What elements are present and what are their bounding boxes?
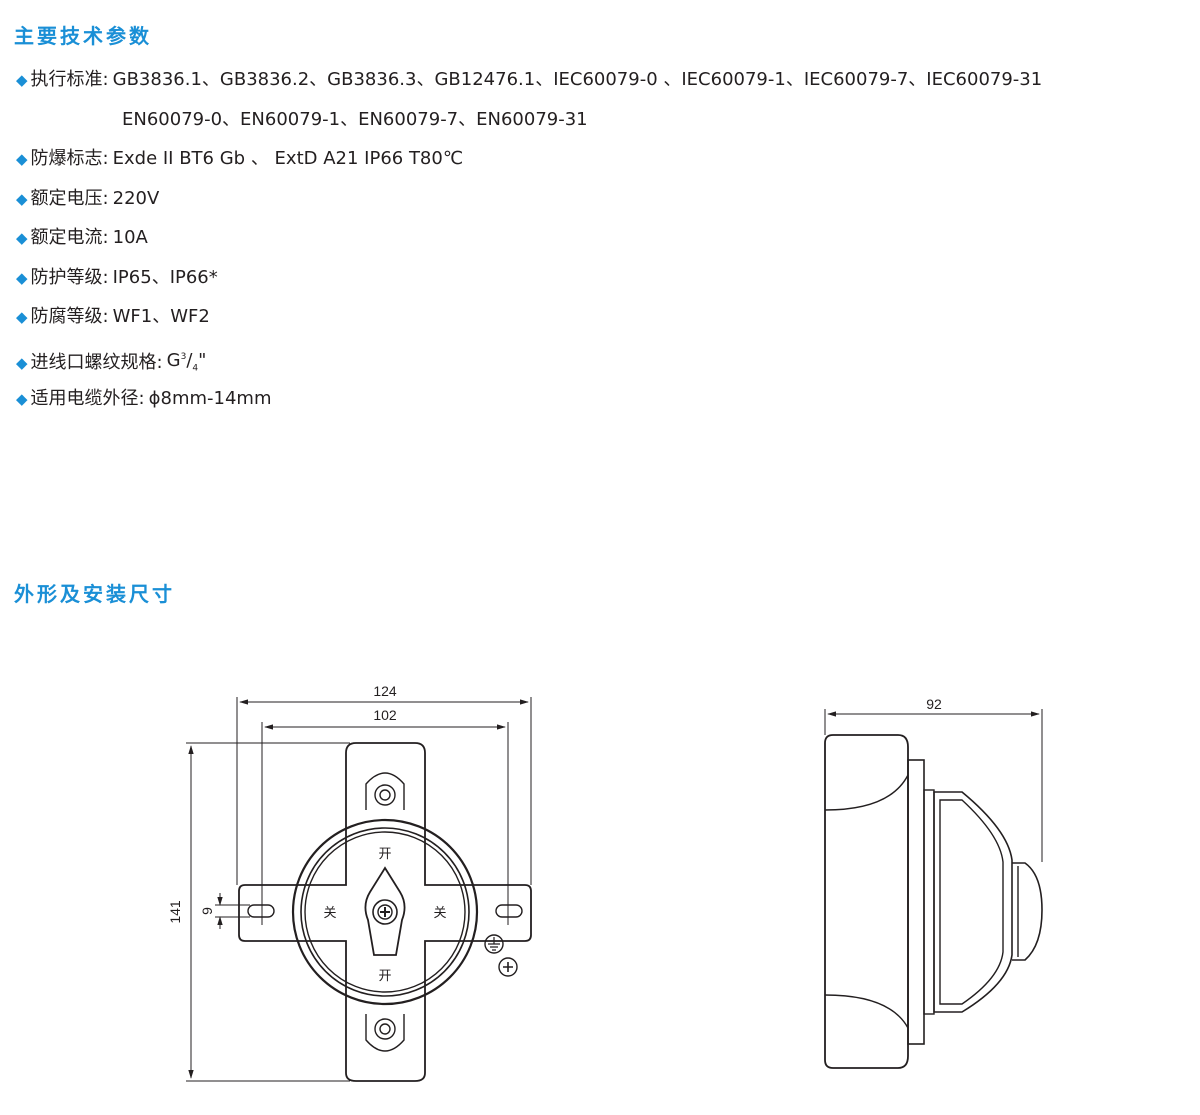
spec-value: WF1、WF2	[112, 306, 210, 327]
side-view: 92	[824, 696, 1043, 1069]
mark-right: 关	[433, 906, 446, 921]
mark-left: 关	[323, 906, 336, 921]
spec-standard: ◆ 执行标准: GB3836.1、GB3836.2、GB3836.3、GB124…	[16, 69, 1043, 90]
switch-face	[304, 831, 466, 993]
mark-top: 开	[378, 847, 391, 862]
spec-label: 防护等级	[30, 267, 103, 288]
spec-anticorrosion-class: ◆ 防腐等级: WF1、WF2	[16, 306, 210, 327]
diamond-icon: ◆	[16, 353, 28, 372]
spec-value: IP65、IP66*	[112, 267, 218, 288]
front-view: 开 开 关 关 124 102 141	[167, 683, 532, 1082]
handle-screw	[372, 899, 398, 925]
dimension-depth	[824, 709, 1043, 862]
spec-value: Exde II BT6 Gb 、 ExtD A21 IP66 T80℃	[112, 148, 464, 169]
spec-value: G3/4"	[166, 350, 207, 374]
spec-label: 防爆标志	[30, 148, 103, 169]
diamond-icon: ◆	[16, 269, 28, 287]
spec-value: 220V	[112, 188, 160, 209]
spec-rated-voltage: ◆ 额定电压: 220V	[16, 188, 160, 209]
spec-standard-continuation: EN60079-0、EN60079-1、EN60079-7、EN60079-31	[122, 109, 588, 130]
spec-label: 额定电压	[30, 188, 103, 209]
side-flange	[907, 759, 925, 1045]
spec-label: 额定电流	[30, 227, 103, 248]
top-mounting-hole	[374, 784, 396, 806]
spec-value: 10A	[112, 227, 148, 248]
diamond-icon: ◆	[16, 390, 28, 408]
spec-label: 防腐等级	[30, 306, 103, 327]
bottom-lug	[365, 1014, 405, 1052]
spec-cable-diameter: ◆ 适用电缆外径: ϕ8mm-14mm	[16, 388, 272, 409]
diamond-icon: ◆	[16, 150, 28, 168]
mark-bottom: 开	[378, 969, 391, 984]
terminal-screw-icon	[498, 957, 518, 977]
spec-value: GB3836.1、GB3836.2、GB3836.3、GB12476.1、IEC…	[112, 69, 1043, 90]
dimension-hole-spacing	[261, 722, 509, 925]
section-title-specs: 主要技术参数	[14, 24, 152, 48]
diamond-icon: ◆	[16, 308, 28, 326]
section-title-outline: 外形及安装尺寸	[14, 582, 175, 606]
side-knob	[1012, 862, 1043, 961]
spec-value: ϕ8mm-14mm	[148, 388, 272, 409]
rotary-handle	[364, 866, 406, 956]
dimension-drawing: 开 开 关 关 124 102 141	[167, 683, 1043, 1082]
mounting-plate	[238, 742, 532, 1082]
dimension-height	[186, 742, 350, 1082]
dimension-slot	[215, 893, 250, 929]
diamond-icon: ◆	[16, 229, 28, 247]
spec-entry-thread: ◆ 进线口螺纹规格: G3/4"	[16, 345, 206, 381]
dimension-overall-width	[236, 697, 532, 885]
dim-height: 141	[167, 900, 183, 924]
spec-ex-mark: ◆ 防爆标志: Exde II BT6 Gb 、 ExtD A21 IP66 T…	[16, 148, 464, 169]
side-base	[824, 734, 909, 1069]
bottom-mounting-hole	[374, 1018, 396, 1040]
dim-slot: 9	[199, 907, 215, 915]
ground-terminal-icon	[484, 934, 504, 954]
spec-label: 进线口螺纹规格	[30, 351, 157, 373]
spec-label: 执行标准	[30, 69, 103, 90]
top-lug	[365, 772, 405, 810]
dim-hole-spacing: 102	[373, 707, 397, 723]
spec-label: 适用电缆外径	[30, 388, 139, 409]
left-slot	[247, 904, 275, 918]
dim-overall-width: 124	[373, 683, 397, 699]
diamond-icon: ◆	[16, 190, 28, 208]
side-cover	[933, 791, 1013, 1013]
spec-protection-class: ◆ 防护等级: IP65、IP66*	[16, 267, 218, 288]
right-slot	[495, 904, 523, 918]
spec-rated-current: ◆ 额定电流: 10A	[16, 227, 148, 248]
housing-outer	[291, 818, 479, 1006]
diamond-icon: ◆	[16, 71, 28, 89]
dim-depth: 92	[926, 696, 942, 712]
